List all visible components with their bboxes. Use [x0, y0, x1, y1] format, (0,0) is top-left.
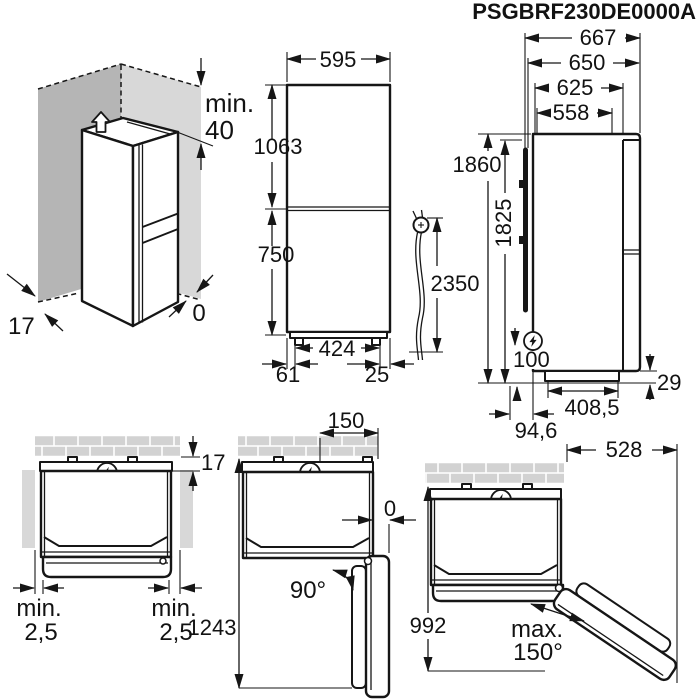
socket-height-value: 100	[513, 347, 550, 372]
door-split-line	[142, 212, 179, 228]
left-foot-offset-value: 61	[276, 362, 300, 387]
extension-line	[176, 131, 214, 147]
upper-height-value: 1063	[254, 134, 303, 159]
product-code: PSGBRF230DE0000A	[472, 0, 696, 24]
top-view-door-150: 528 max. 150° 992	[410, 437, 678, 683]
wall-bricks	[35, 435, 180, 457]
floor-edge-dashed	[159, 288, 202, 301]
floor-edge-dashed	[37, 292, 80, 303]
wall-bricks	[238, 435, 378, 457]
wall-edge-dashed	[37, 63, 122, 90]
front-view: 595 1063 750 424 61 25	[254, 47, 414, 387]
max-angle-label: max.	[511, 616, 563, 643]
wall-spacer	[522, 483, 533, 490]
wall-spacer	[362, 456, 373, 463]
depth-625-value: 625	[557, 75, 594, 100]
left-clearance-value: 2,5	[24, 619, 57, 646]
front-groove	[245, 537, 370, 548]
top-cover-line	[126, 121, 173, 136]
front-groove	[43, 536, 168, 547]
fridge-side-face	[80, 128, 135, 328]
cord-length-value: 2350	[431, 271, 480, 296]
open-door-panel	[364, 554, 391, 699]
swing-arc-150	[530, 603, 585, 622]
depth-667-value: 667	[580, 25, 617, 50]
plug-prong	[412, 210, 418, 219]
base-recess	[544, 370, 620, 382]
door-split-line	[142, 228, 179, 244]
top-clearance-label: min.	[205, 88, 254, 118]
top-clearance-value: 40	[205, 115, 234, 145]
top-view-closed: 17 min. 2,5 min. 2,5	[13, 435, 225, 646]
rear-gap-arrow	[6, 273, 36, 297]
cable-line	[415, 232, 421, 361]
corner-view: min. 40 17 0	[6, 58, 254, 340]
open-door-liner	[351, 565, 367, 689]
lower-height-value: 750	[258, 242, 295, 267]
power-cord: 2350	[409, 209, 480, 361]
side-gap-value: 0	[192, 300, 205, 327]
wall-spacer	[273, 456, 284, 463]
side-gap-arrow	[196, 274, 214, 293]
left-side-wall	[22, 470, 35, 548]
label-backing	[511, 351, 556, 369]
wall-edge-dashed	[120, 63, 202, 88]
wall-bricks	[425, 462, 564, 484]
wall-spacer	[127, 456, 138, 463]
base-strip	[289, 331, 388, 339]
fridge-front-face	[131, 130, 180, 328]
cabinet-outline	[241, 470, 375, 560]
flush-gap-value: 0	[384, 496, 396, 521]
right-clearance-value: 2,5	[159, 619, 192, 646]
front-groove	[433, 564, 558, 575]
up-arrow-icon	[91, 111, 111, 133]
right-clearance-label: min.	[151, 595, 196, 622]
cable-line	[419, 231, 425, 361]
width-value: 595	[320, 47, 357, 72]
wall-gap-value: 17	[201, 450, 225, 475]
left-clearance-label: min.	[16, 595, 61, 622]
reach-992-value: 992	[410, 613, 447, 638]
open-door-150	[552, 582, 678, 682]
right-side-wall	[180, 470, 193, 548]
max-angle-value: 150°	[513, 639, 563, 666]
closed-door	[41, 555, 173, 579]
angle-90-value: 90°	[290, 577, 326, 604]
swing-width-value: 528	[606, 437, 643, 462]
cabinet-outline	[429, 497, 563, 587]
spacer-tab	[519, 180, 524, 188]
top-view-door-90: 150 0 90° 1243	[188, 408, 416, 699]
side-gap-arrow	[168, 300, 187, 318]
spacer-tab	[519, 236, 524, 244]
swing-arc-90	[332, 569, 355, 591]
hinge-pin	[363, 556, 373, 566]
right-foot-offset-value: 25	[365, 362, 389, 387]
side-view: 667 650 625 558 1860 1825	[453, 25, 682, 443]
height-1825-value: 1825	[491, 199, 516, 248]
closed-door	[431, 583, 565, 603]
rear-gap-value: 17	[8, 313, 35, 340]
hinge-pin	[159, 557, 167, 565]
wall-spacer	[67, 456, 78, 463]
reach-1243-value: 1243	[188, 615, 237, 640]
right-foot	[371, 337, 381, 346]
depth-558-value: 558	[553, 100, 590, 125]
wall-spacer	[461, 483, 472, 490]
height-1860-value: 1860	[453, 152, 502, 177]
socket-offset-value: 94,6	[515, 418, 558, 443]
base-height-value: 29	[657, 370, 681, 395]
cabinet-outline	[39, 469, 173, 559]
left-foot	[294, 337, 304, 346]
socket-distance-value: 150	[328, 408, 365, 433]
fridge-side-outline	[531, 132, 642, 373]
feet-spacing-value: 424	[319, 336, 356, 361]
base-depth-value: 408,5	[564, 395, 619, 420]
fridge-front-outline	[285, 83, 392, 334]
plug-prong	[420, 209, 424, 218]
rear-gap-arrow	[44, 313, 64, 332]
depth-650-value: 650	[569, 50, 606, 75]
